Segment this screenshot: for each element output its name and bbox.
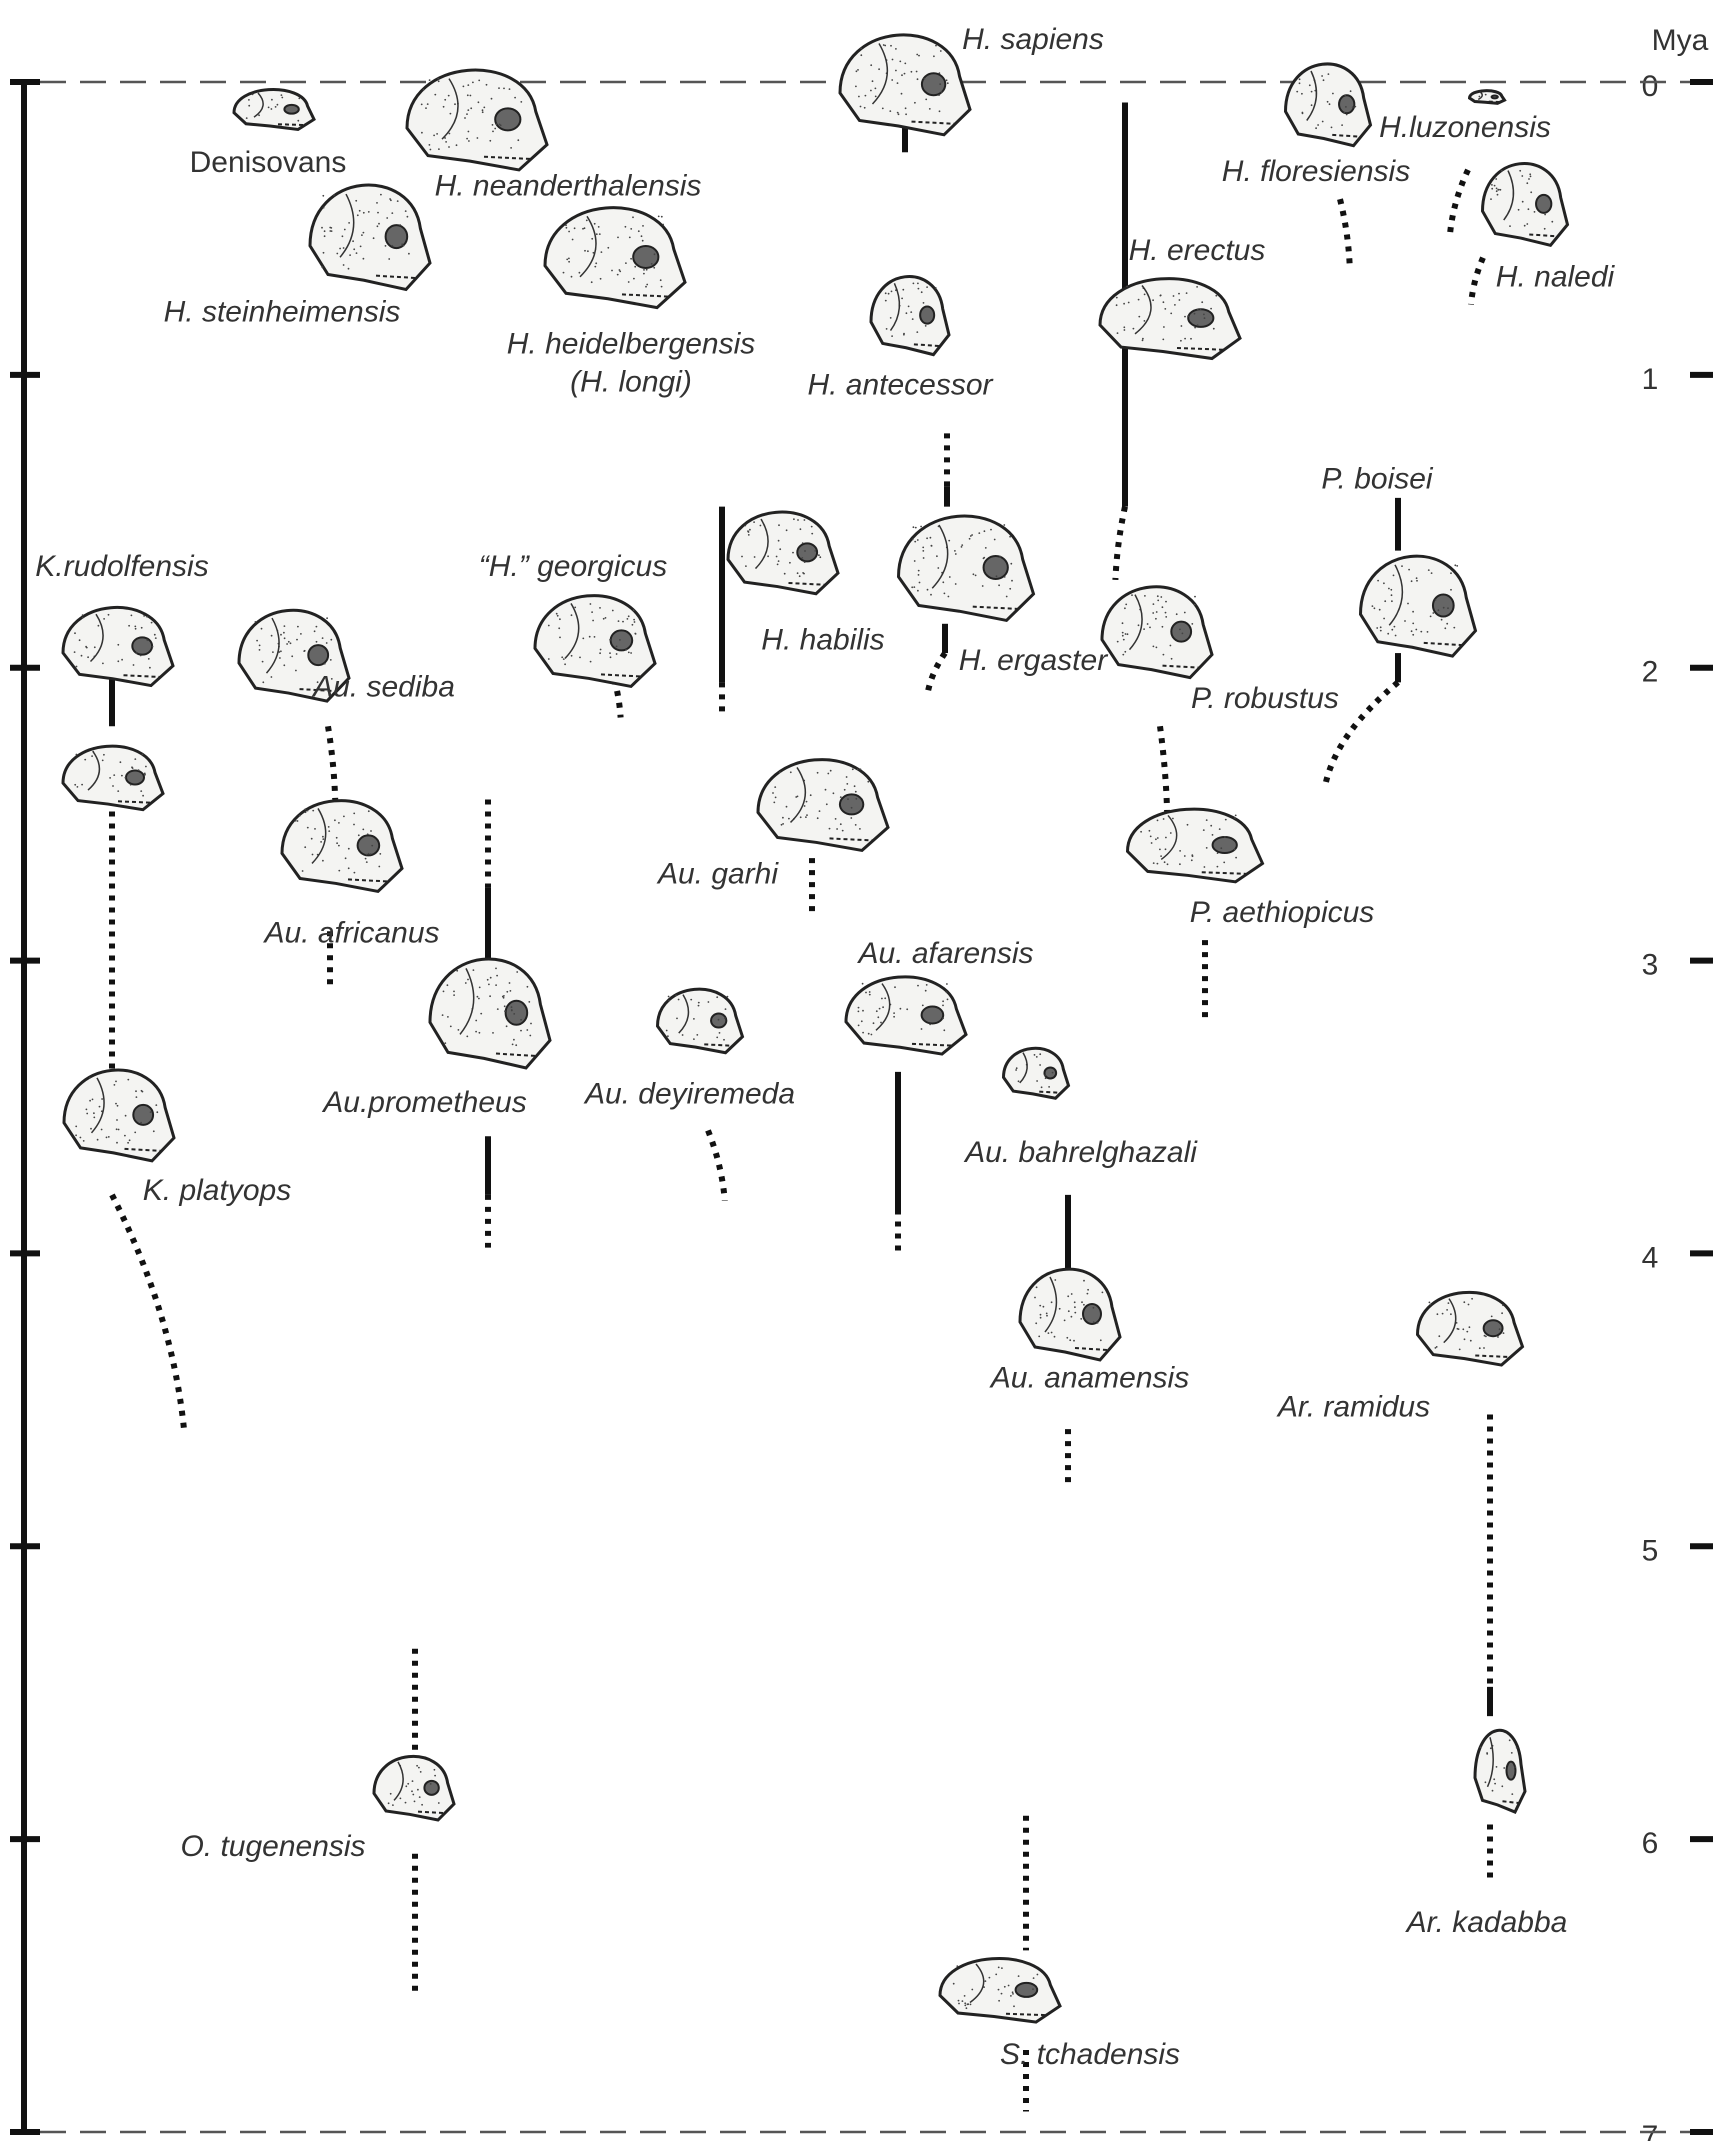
heidelbergensis-label: H. heidelbergensis [507, 328, 755, 361]
sediba-skull-icon [237, 608, 351, 703]
habilis-label: H. habilis [761, 623, 884, 656]
steinheimensis-skull-icon [308, 183, 432, 292]
neanderthalensis-skull-icon [405, 68, 549, 172]
axis-tick-label: 1 [1642, 363, 1659, 396]
garhi-label: Au. garhi [656, 858, 779, 891]
kadabba-label: Ar. kadabba [1405, 1906, 1568, 1939]
longi-label: (H. longi) [570, 366, 692, 399]
species-labels: Denisovans H. neanderthalensis H. sapiensH… [35, 23, 1615, 2071]
floresiensis-label: H. floresiensis [1222, 155, 1410, 188]
range-dotted-line [1447, 168, 1471, 235]
range-dotted-line [705, 1129, 728, 1201]
bahrelghazali-skull-icon [1001, 1046, 1071, 1100]
antecessor-skull-icon [869, 275, 951, 357]
tugenensis-skull-icon [372, 1754, 456, 1822]
range-dotted-line [109, 1193, 187, 1430]
axis-tick-label: 3 [1642, 949, 1659, 982]
luzonensis-skull-icon [1467, 89, 1507, 105]
axis-tick-label: 6 [1642, 1827, 1659, 1860]
rudolfensis-skull-icon [61, 605, 175, 688]
ergaster-skull-icon [896, 514, 1036, 623]
georgicus-label: “H.” georgicus [479, 550, 667, 583]
deyiremeda-label: Au. deyiremeda [583, 1077, 795, 1110]
species-ranges [109, 102, 1493, 2112]
boisei-skull-icon [1358, 554, 1478, 658]
range-dotted-line [1157, 725, 1171, 815]
luzonensis-label: H.luzonensis [1379, 111, 1551, 144]
range-dotted-line [924, 651, 948, 698]
platyops-skull-icon [62, 1068, 176, 1163]
robustus-skull-icon [1100, 585, 1214, 680]
erectus-skull-icon [1098, 277, 1242, 361]
africanus-label: Au. africanus [262, 916, 439, 949]
range-dotted-line [1468, 256, 1486, 305]
georgicus-skull-icon [533, 594, 657, 689]
sapiens-skull-icon [838, 33, 972, 137]
robustus-label: P. robustus [1191, 682, 1339, 715]
range-dotted-line [1337, 198, 1353, 264]
prometheus-skull-icon [428, 957, 552, 1070]
anamensis-skull-icon [1018, 1267, 1122, 1362]
afarensis-skull-icon [844, 975, 968, 1056]
axis-tick-label: 7 [1642, 2120, 1659, 2141]
afarensis-label: Au. afarensis [856, 937, 1033, 970]
boisei-label: P. boisei [1321, 462, 1434, 495]
range-dotted-line [325, 725, 339, 800]
mandible-skull-icon [61, 744, 165, 812]
prometheus-label: Au.prometheus [321, 1086, 526, 1119]
ramidus-skull-icon [1415, 1291, 1525, 1367]
denisovans-skull-icon [232, 88, 316, 132]
sapiens-label: H. sapiens [962, 23, 1104, 56]
antecessor-label: H. antecessor [807, 369, 993, 402]
naledi-label: H. naledi [1496, 260, 1616, 293]
naledi-skull-icon [1480, 162, 1570, 247]
garhi-skull-icon [756, 758, 890, 853]
habilis-skull-icon [726, 510, 840, 596]
aethiopicus-skull-icon [1125, 807, 1265, 884]
aethiopicus-label: P. aethiopicus [1190, 896, 1375, 929]
tugenensis-label: O. tugenensis [180, 1830, 365, 1863]
floresiensis-skull-icon [1283, 62, 1373, 148]
steinheimensis-label: H. steinheimensis [164, 295, 401, 328]
deyiremeda-skull-icon [655, 987, 745, 1055]
neanderthalensis-label: H. neanderthalensis [435, 170, 702, 203]
range-dotted-line [1112, 506, 1128, 580]
skull-illustrations [61, 33, 1570, 2024]
africanus-skull-icon [280, 799, 404, 894]
kadabba-skull-icon [1473, 1728, 1527, 1814]
anamensis-label: Au. anamensis [989, 1361, 1189, 1394]
rudolfensis-label: K.rudolfensis [35, 550, 208, 583]
ergaster-label: H. ergaster [959, 644, 1108, 677]
tchadensis-label: S. tchadensis [1000, 2038, 1180, 2071]
axis-tick-label: 0 [1642, 70, 1659, 103]
denisovans-label: Denisovans [190, 146, 347, 179]
platyops-label: K. platyops [143, 1174, 291, 1207]
axis-tick-label: 2 [1642, 656, 1659, 689]
heidelbergensis-skull-icon [543, 206, 687, 310]
axis-tick-label: 5 [1642, 1534, 1659, 1567]
range-dotted-line [1323, 680, 1400, 783]
axis-tick-label: 4 [1642, 1241, 1659, 1274]
ramidus-label: Ar. ramidus [1276, 1391, 1430, 1424]
time-axis: 0 1 2 3 4 5 6 7 Mya [10, 24, 1713, 2141]
tchadensis-skull-icon [938, 1957, 1062, 2024]
erectus-label: H. erectus [1129, 234, 1266, 267]
axis-unit-label: Mya [1652, 24, 1709, 57]
bahrelghazali-label: Au. bahrelghazali [963, 1136, 1198, 1169]
sediba-label: Au. sediba [311, 670, 455, 703]
